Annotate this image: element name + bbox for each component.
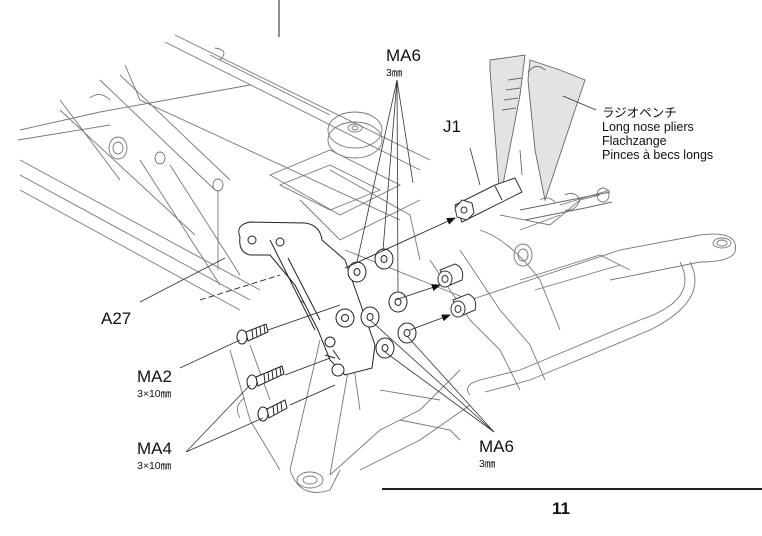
steering-rod: [519, 191, 613, 221]
part-code: MA4: [137, 439, 172, 458]
washer: [397, 322, 417, 344]
part-code: MA6: [479, 437, 514, 456]
part-spec: 3×10㎜: [137, 388, 172, 400]
j1-hex-spacer: [454, 177, 523, 223]
part-label-ma6-top: MA6 3㎜: [386, 47, 421, 79]
part-spec: 3×10㎜: [137, 460, 172, 472]
washer: [388, 291, 408, 313]
ma2-screw: [236, 323, 269, 345]
leader-lines: [139, 79, 597, 453]
part-label-ma2: MA2 3×10㎜: [137, 368, 172, 400]
long-nose-pliers-illustration: [489, 54, 586, 202]
part-label-j1: J1: [443, 118, 461, 136]
washer: [347, 261, 367, 283]
a27-part: [238, 221, 376, 377]
assembly-guides: [199, 217, 456, 406]
chassis-spacers: [437, 263, 477, 318]
tool-name-fr: Pinces à becs longs: [602, 148, 714, 162]
part-code: A27: [101, 309, 132, 328]
ma4-screw-upper: [246, 365, 285, 390]
part-label-ma4: MA4 3×10㎜: [137, 440, 172, 472]
chassis-frame: [17, 34, 736, 493]
tool-label: ラジオペンチ Long nose pliers Flachzange Pince…: [602, 106, 713, 162]
screws: [236, 323, 288, 422]
tool-name-de: Flachzange: [602, 134, 667, 148]
washer: [374, 248, 394, 270]
part-label-ma6-bottom: MA6 3㎜: [479, 438, 514, 470]
washer: [360, 306, 380, 328]
part-code: MA6: [386, 46, 421, 65]
part-spec: 3㎜: [386, 67, 403, 79]
footer-rule: [382, 488, 762, 490]
part-code: MA2: [137, 367, 172, 386]
part-label-a27: A27: [101, 310, 131, 328]
part-code: J1: [443, 117, 461, 136]
ma4-screw-lower: [257, 399, 288, 422]
washer: [375, 337, 395, 359]
tool-name-ja: ラジオペンチ: [602, 106, 677, 120]
ma6-washers: [347, 248, 417, 359]
tool-name-en: Long nose pliers: [602, 120, 694, 134]
page-number: 11: [552, 499, 570, 518]
part-spec: 3㎜: [479, 458, 496, 470]
